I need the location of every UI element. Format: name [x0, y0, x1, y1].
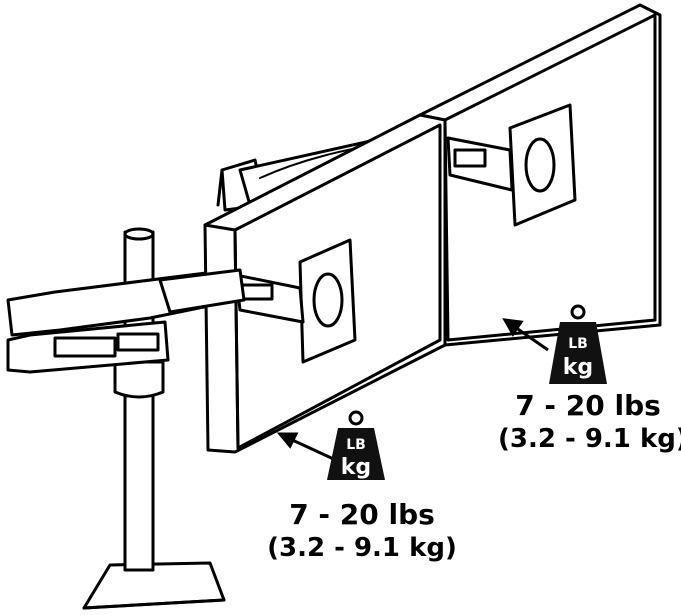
- front-arm-link: [158, 268, 246, 314]
- right-monitor: [418, 3, 662, 347]
- weight-icon-left: LB kg: [327, 410, 385, 480]
- weight-icon-right: LB kg: [549, 304, 607, 384]
- weight-icon-left-top: LB: [346, 437, 366, 453]
- desk-base: [82, 561, 226, 610]
- left-weight-kg: (3.2 - 9.1 kg): [267, 533, 457, 563]
- arrow-icon-left: [276, 432, 341, 464]
- weight-icon-right-bottom: kg: [563, 355, 593, 380]
- weight-icon-right-top: LB: [568, 336, 588, 352]
- left-weight-lbs: 7 - 20 lbs: [289, 498, 435, 531]
- pole-collar: [113, 360, 165, 399]
- right-weight-label: 7 - 20 lbs (3.2 - 9.1 kg): [498, 388, 681, 456]
- right-weight-lbs: 7 - 20 lbs: [515, 389, 661, 422]
- weight-icon-left-bottom: kg: [341, 455, 371, 480]
- left-monitor: [203, 113, 447, 454]
- right-weight-kg: (3.2 - 9.1 kg): [498, 424, 681, 454]
- arrow-icon-right: [502, 318, 549, 352]
- left-weight-label: 7 - 20 lbs (3.2 - 9.1 kg): [262, 497, 462, 565]
